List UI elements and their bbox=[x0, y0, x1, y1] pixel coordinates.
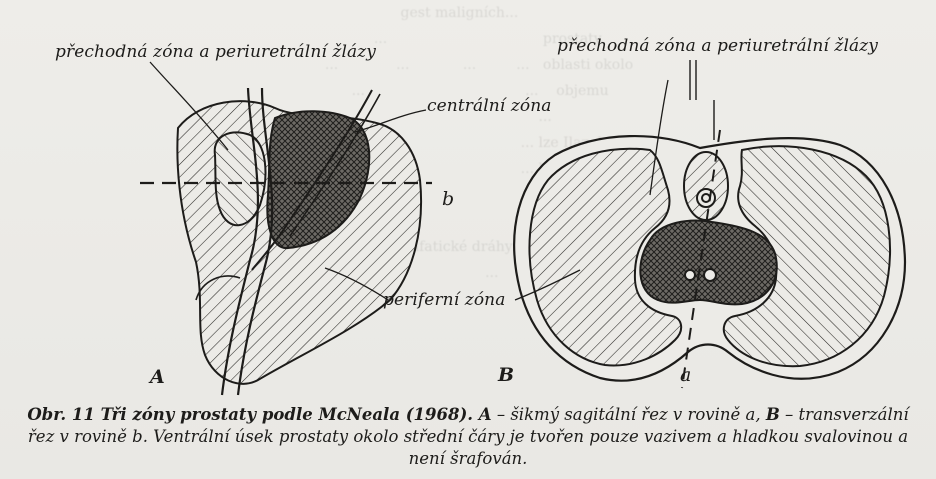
panel-label-b: B bbox=[498, 364, 514, 386]
label-transition-zone-b: přechodná zóna a periuretrální žlázy bbox=[557, 36, 878, 56]
figure-caption: Obr. 11 Tři zóny prostaty podle McNeala … bbox=[18, 404, 918, 470]
panel-b-transverse bbox=[514, 60, 905, 388]
label-plane-a: a bbox=[680, 364, 691, 386]
caption-a-text: – šikmý sagitální řez v rovině a, bbox=[492, 405, 766, 424]
panel-a-sagittal bbox=[140, 62, 432, 395]
caption-head: Obr. 11 Tři zóny prostaty podle McNeala … bbox=[27, 405, 473, 424]
panel-label-a: A bbox=[150, 366, 165, 388]
ejaculatory-duct-b2 bbox=[704, 269, 716, 281]
transition-zone-b bbox=[684, 152, 728, 220]
ejaculatory-duct-b1 bbox=[685, 270, 695, 280]
label-peripheral-zone: periferní zóna bbox=[383, 290, 505, 310]
label-plane-b: b bbox=[442, 188, 454, 210]
label-central-zone: centrální zóna bbox=[427, 96, 552, 116]
caption-a: A bbox=[473, 405, 492, 424]
caption-b: B bbox=[766, 405, 780, 424]
central-zone-b bbox=[640, 221, 776, 305]
label-transition-zone-a: přechodná zóna a periuretrální žlázy bbox=[55, 42, 376, 62]
